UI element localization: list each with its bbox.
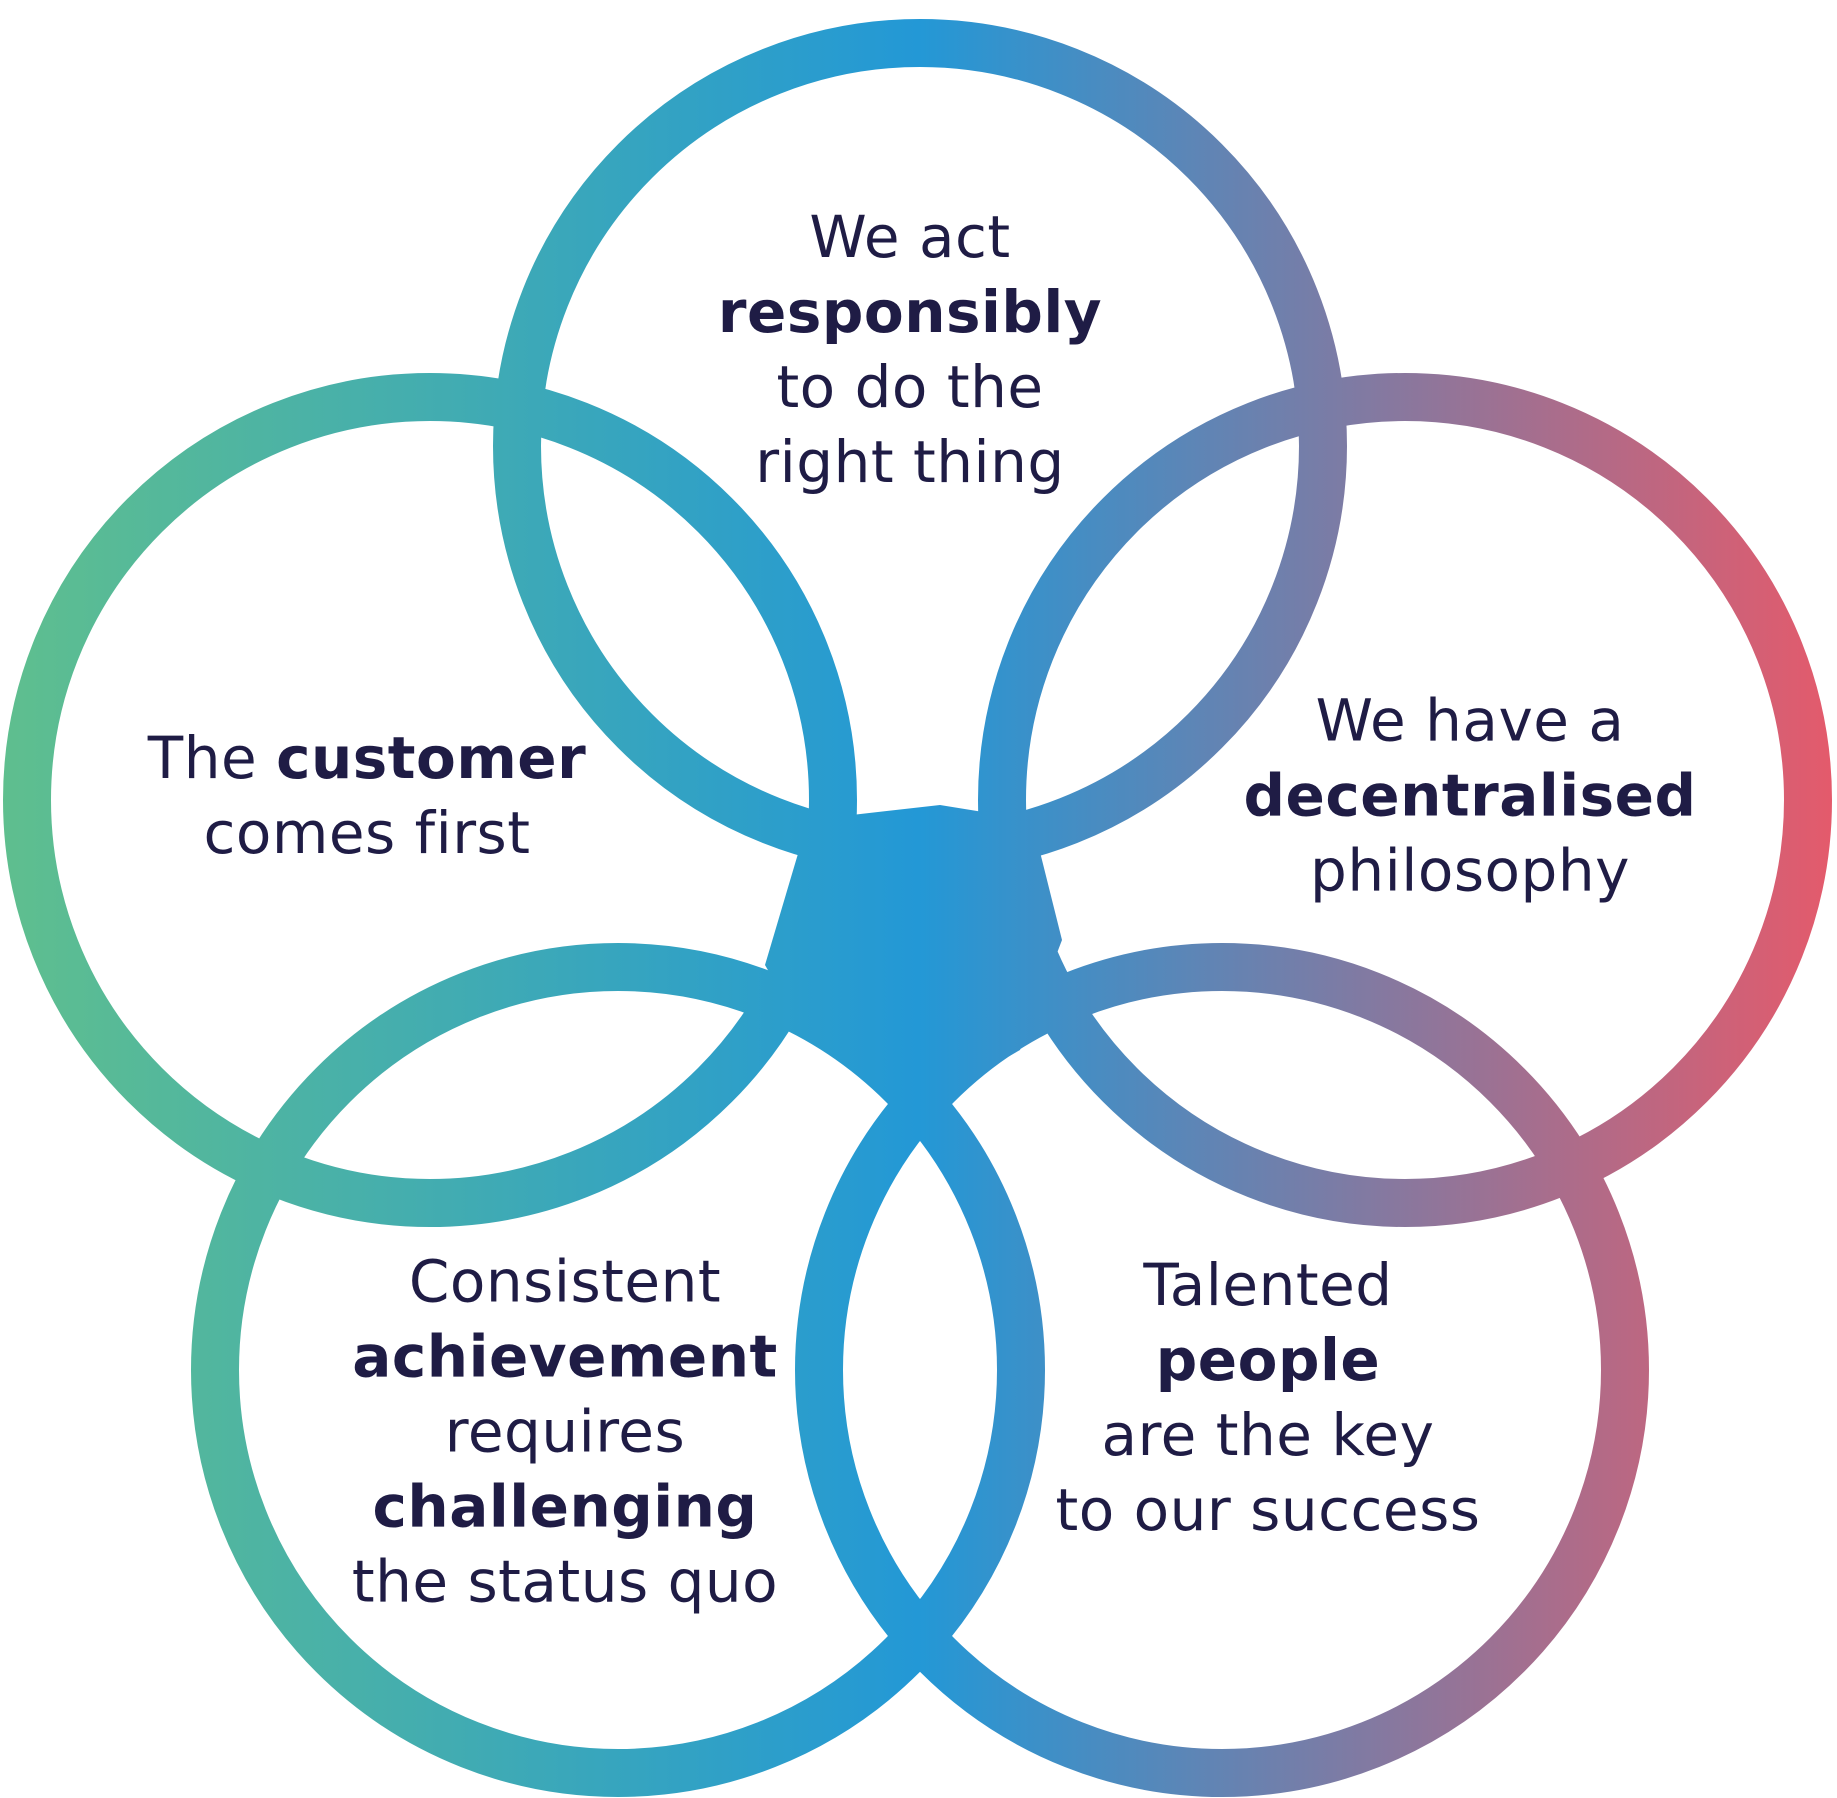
value-line: Consistent	[352, 1245, 778, 1320]
value-label-bottom-right: Talented people are the key to our success	[1055, 1248, 1480, 1548]
value-line: We act	[718, 200, 1102, 275]
value-line: The customer	[148, 721, 586, 796]
value-keyword: achievement	[352, 1322, 778, 1391]
value-keyword: decentralised	[1243, 761, 1697, 830]
value-line: decentralised	[1244, 759, 1697, 834]
value-text: The	[147, 724, 277, 792]
value-line: Talented	[1055, 1248, 1480, 1323]
value-text: comes first	[203, 799, 531, 867]
value-line: to our success	[1055, 1473, 1480, 1548]
circle-left	[3, 373, 857, 1227]
value-keyword: customer	[276, 724, 587, 792]
value-line: philosophy	[1244, 834, 1697, 909]
value-line: requires	[352, 1395, 778, 1470]
value-line: the status quo	[352, 1545, 778, 1620]
value-line: achievement	[352, 1320, 778, 1395]
value-text: We have a	[1315, 686, 1625, 755]
value-line: people	[1055, 1323, 1480, 1398]
value-text: Consistent	[408, 1247, 722, 1316]
value-label-top: We act responsibly to do the right thing	[718, 200, 1102, 500]
value-line: We have a	[1244, 684, 1697, 759]
value-text: Talented	[1143, 1251, 1393, 1319]
value-text: right thing	[755, 428, 1065, 496]
circle-top	[493, 19, 1347, 873]
value-text: to do the	[776, 353, 1044, 421]
value-line: right thing	[718, 425, 1102, 500]
value-line: comes first	[148, 796, 586, 871]
value-line: challenging	[352, 1470, 778, 1545]
value-text: requires	[444, 1397, 686, 1466]
value-line: are the key	[1055, 1398, 1480, 1473]
circle-bottom-right	[795, 943, 1649, 1797]
value-keyword: challenging	[372, 1472, 758, 1541]
circle-bottom-left	[191, 943, 1045, 1797]
value-text: the status quo	[351, 1547, 779, 1616]
value-text: We act	[809, 203, 1011, 271]
value-keyword: people	[1155, 1326, 1381, 1394]
value-text: philosophy	[1310, 836, 1630, 905]
value-line: responsibly	[718, 275, 1102, 350]
circle-right	[978, 373, 1832, 1227]
value-text: are the key	[1101, 1401, 1435, 1469]
value-text: to our success	[1055, 1476, 1481, 1544]
value-line: to do the	[718, 350, 1102, 425]
value-keyword: responsibly	[717, 278, 1103, 346]
